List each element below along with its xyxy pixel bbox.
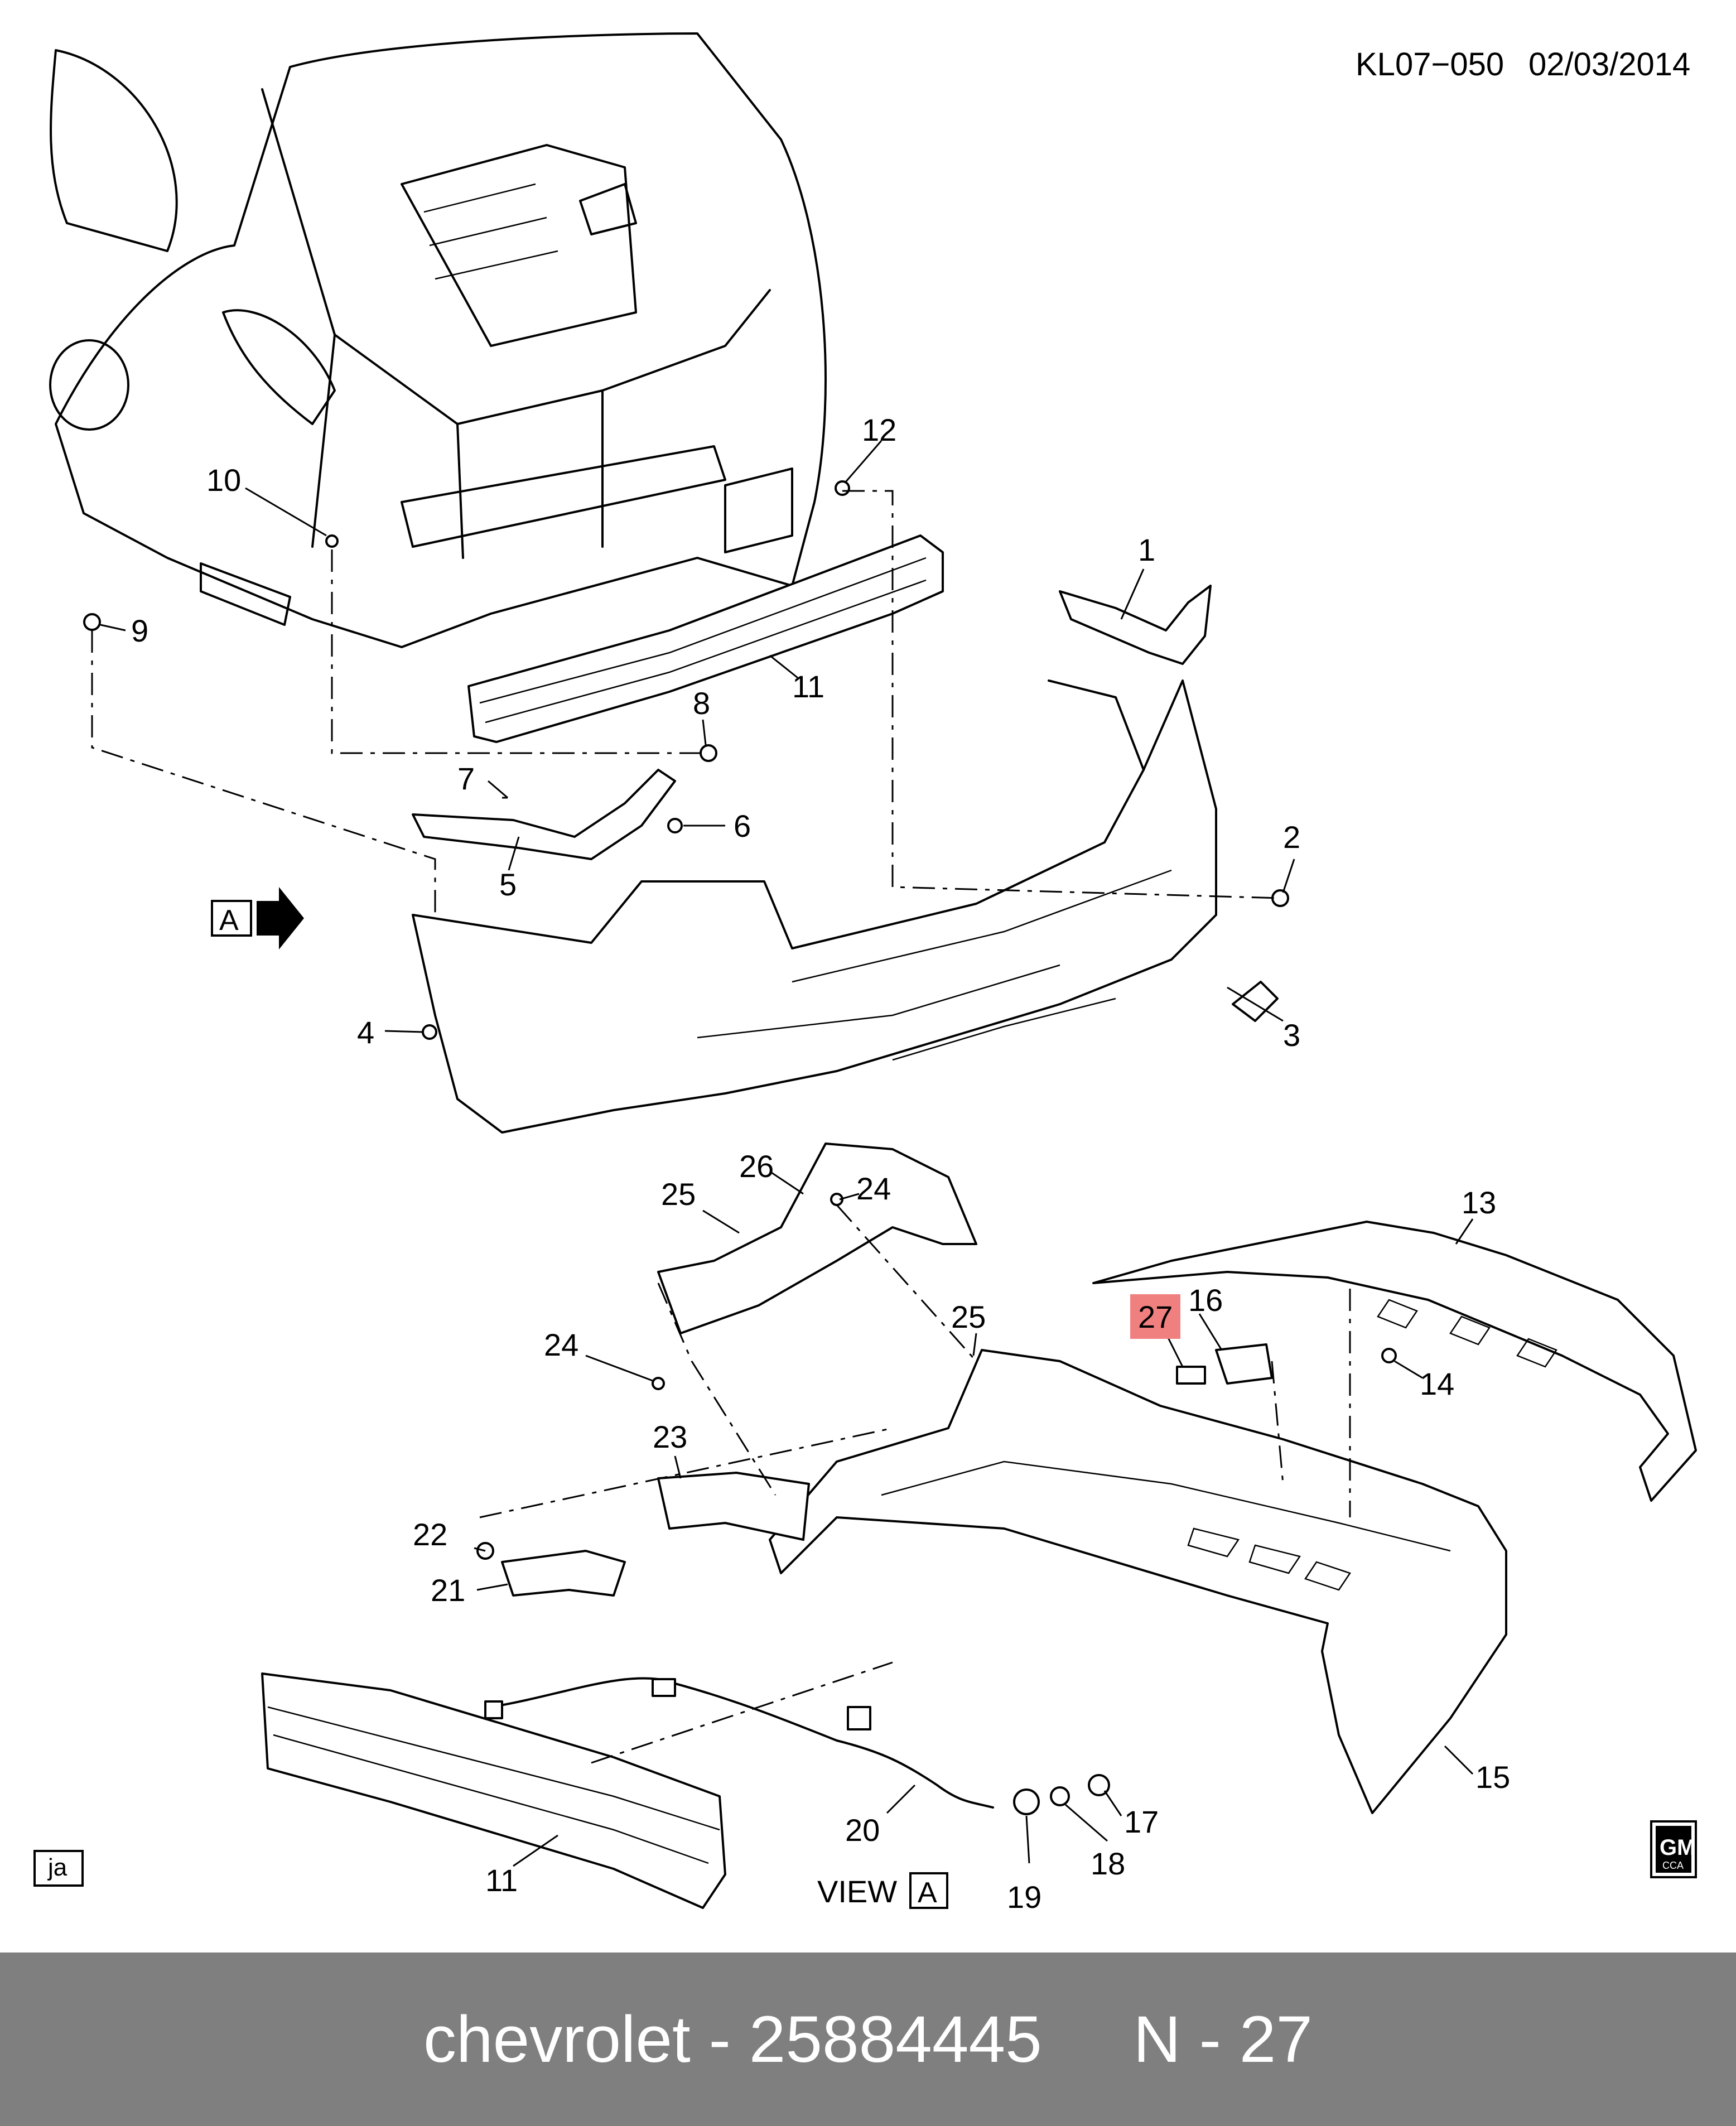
vehicle-body-illustration	[49, 32, 827, 648]
callout-11-upper: 11	[792, 669, 824, 704]
callout-14: 14	[1420, 1366, 1454, 1401]
impact-bar-upper	[467, 534, 944, 743]
callout-11-lower: 11	[485, 1863, 518, 1898]
sensor-part-19	[1013, 1788, 1040, 1815]
callout-26: 26	[739, 1149, 774, 1184]
clip-part-17	[1088, 1774, 1110, 1796]
connector-c	[847, 1706, 871, 1730]
bracket-part-21	[501, 1550, 626, 1597]
callout-17: 17	[1124, 1804, 1159, 1839]
footer-separator-1: -	[690, 2002, 749, 2076]
language-box: ja	[33, 1850, 84, 1887]
callout-9: 9	[131, 613, 148, 648]
tow-cap-part-3	[1232, 981, 1279, 1022]
view-label-text: VIEW	[817, 1874, 897, 1909]
callout-21: 21	[431, 1573, 465, 1608]
callout-15: 15	[1475, 1759, 1510, 1795]
view-label-letter: A	[918, 1877, 937, 1909]
view-a-marker: A	[211, 887, 304, 949]
bracket-part-5	[412, 769, 676, 860]
callout-3: 3	[1283, 1018, 1300, 1053]
drawing-date: 02/03/2014	[1528, 46, 1690, 83]
callout-10: 10	[206, 462, 241, 498]
lower-fascia-part-15	[769, 1349, 1507, 1814]
callout-13: 13	[1462, 1185, 1496, 1220]
callout-6: 6	[734, 808, 751, 843]
callout-23: 23	[653, 1419, 687, 1454]
callout-20: 20	[845, 1812, 880, 1848]
upper-fascia	[412, 679, 1217, 1134]
callout-18: 18	[1091, 1846, 1125, 1881]
callout-19: 19	[1007, 1879, 1041, 1915]
impact-bar-lower	[261, 1672, 726, 1909]
callout-27: 27	[1138, 1299, 1173, 1334]
retainer-part-18	[1050, 1786, 1070, 1806]
connector-b	[652, 1678, 676, 1697]
highlight-27	[1130, 1294, 1180, 1339]
view-a-marker-letter: A	[219, 904, 239, 937]
callout-12: 12	[862, 412, 896, 447]
footer-part-number: 25884445	[749, 2002, 1042, 2076]
view-a-label: VIEW A	[817, 1872, 948, 1909]
callout-7: 7	[457, 761, 475, 796]
callout-8: 8	[693, 686, 710, 721]
callout-16: 16	[1188, 1283, 1223, 1318]
gm-logo: GM CCA	[1650, 1820, 1697, 1878]
footer-bar: chevrolet - 25884445 N - 27	[0, 1953, 1736, 2126]
callout-24-right: 24	[856, 1171, 891, 1206]
callout-24-left: 24	[544, 1327, 578, 1362]
reference-lines	[91, 490, 1351, 1764]
connector-a	[484, 1700, 503, 1719]
bracket-part-1	[1059, 585, 1212, 665]
gm-logo-subtext: CCA	[1662, 1860, 1684, 1871]
callout-4: 4	[357, 1015, 374, 1050]
footer-ref-label: N	[1133, 2002, 1181, 2076]
callout-25-right: 25	[951, 1299, 986, 1334]
wiring-harness-part-20	[490, 1677, 994, 1809]
bracket-part-23	[657, 1472, 810, 1541]
parts-diagram: KL07−050 02/03/2014	[33, 32, 1697, 1915]
sensor-part-27	[1176, 1366, 1206, 1385]
callout-25-left: 25	[661, 1177, 696, 1212]
arrow-right-icon	[257, 887, 304, 949]
language-text: ja	[47, 1854, 67, 1881]
footer-separator-2: -	[1180, 2002, 1240, 2076]
drawing-code: KL07−050	[1356, 46, 1504, 83]
gm-logo-text: GM	[1660, 1835, 1695, 1860]
footer-gap	[1042, 2002, 1134, 2077]
footer-brand: chevrolet	[423, 2002, 691, 2076]
callout-1: 1	[1138, 532, 1155, 567]
shield-part-26	[657, 1142, 977, 1334]
footer-ref-number: 27	[1239, 2002, 1313, 2076]
callout-2: 2	[1283, 819, 1300, 855]
lower-valance-part-13	[1092, 1221, 1697, 1502]
leader-lines	[100, 440, 1474, 1867]
callout-22: 22	[413, 1517, 447, 1552]
callout-5: 5	[499, 867, 517, 902]
bracket-part-16	[1215, 1343, 1273, 1385]
